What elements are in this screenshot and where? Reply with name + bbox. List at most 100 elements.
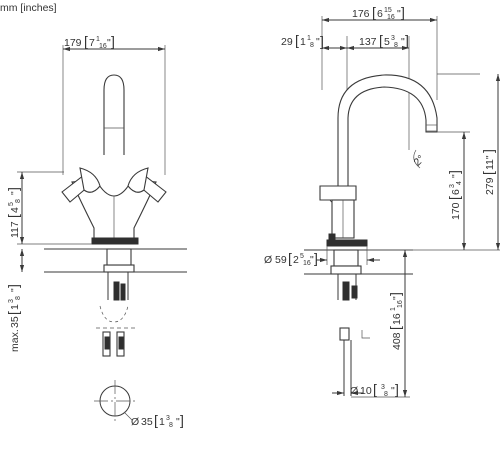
svg-text:": " xyxy=(107,37,111,49)
side-view: 176 [ 6 15 16 " ] 29 [ 1 1 8 " ] 137 [ 5… xyxy=(264,4,500,398)
hose-length-label: 408 [ 16 1 16 " ] xyxy=(387,292,404,350)
svg-text:]: ] xyxy=(387,292,403,296)
svg-text:]: ] xyxy=(405,32,409,48)
base-diameter-label: Ø 59 [ 2 5 16 " ] xyxy=(264,250,318,267)
svg-text:[: [ xyxy=(372,4,376,20)
svg-text:5: 5 xyxy=(300,253,304,260)
svg-text:": " xyxy=(310,254,314,266)
svg-text:6: 6 xyxy=(450,189,462,195)
svg-text:117: 117 xyxy=(9,221,21,238)
svg-text:3: 3 xyxy=(449,184,456,188)
spout-front xyxy=(103,74,125,155)
svg-text:1: 1 xyxy=(159,416,165,428)
svg-text:8: 8 xyxy=(384,391,388,398)
svg-text:": " xyxy=(450,174,462,178)
svg-text:170: 170 xyxy=(450,202,462,220)
svg-text:10: 10 xyxy=(360,385,372,397)
svg-text:[: [ xyxy=(379,32,383,48)
spout-reach-label: 137 [ 5 3 8 " ] xyxy=(359,32,409,49)
svg-text:]: ] xyxy=(320,33,324,49)
svg-text:1: 1 xyxy=(300,36,306,48)
svg-text:]: ] xyxy=(480,149,496,153)
svg-text:Ø: Ø xyxy=(350,385,358,397)
svg-text:408: 408 xyxy=(391,332,403,350)
svg-text:4: 4 xyxy=(456,181,463,185)
svg-text:[: [ xyxy=(84,33,88,49)
svg-text:16: 16 xyxy=(391,313,403,325)
svg-text:[: [ xyxy=(154,412,158,428)
svg-text:]: ] xyxy=(401,4,405,20)
svg-text:5: 5 xyxy=(8,202,15,206)
front-thickness-label: max. 35 [ 1 3 8 " ] xyxy=(5,284,22,352)
svg-text:]: ] xyxy=(395,381,399,397)
svg-text:15: 15 xyxy=(384,7,392,14)
svg-text:8: 8 xyxy=(310,42,314,49)
svg-text:179: 179 xyxy=(64,37,82,49)
svg-text:279: 279 xyxy=(484,177,496,195)
svg-text:[: [ xyxy=(288,250,292,266)
svg-text:6: 6 xyxy=(377,8,383,20)
svg-text:3: 3 xyxy=(8,299,15,303)
svg-text:[: [ xyxy=(446,196,462,200)
svg-text:7: 7 xyxy=(89,37,95,49)
svg-text:": " xyxy=(176,416,180,428)
overall-height-label: 279 [ 11" ] xyxy=(480,149,496,195)
hole-diameter-label: Ø 35 [ 1 3 8 " ] xyxy=(131,412,184,429)
svg-text:16: 16 xyxy=(387,14,395,21)
front-width-label: 179 [ 7 1 16 " ] xyxy=(64,33,115,50)
svg-text:]: ] xyxy=(446,170,462,174)
base-plate-side xyxy=(326,239,368,247)
svg-text:3: 3 xyxy=(381,384,385,391)
svg-text:Ø: Ø xyxy=(264,254,272,266)
side-cross-handle xyxy=(319,185,357,201)
svg-text:35: 35 xyxy=(141,416,153,428)
svg-text:29: 29 xyxy=(281,36,293,48)
svg-text:": " xyxy=(401,36,405,48)
front-view: 179 [ 7 1 16 " ] xyxy=(5,33,187,429)
svg-text:]: ] xyxy=(314,250,318,266)
svg-text:4: 4 xyxy=(9,207,21,213)
svg-text:5: 5 xyxy=(384,36,390,48)
svg-text:]: ] xyxy=(111,33,115,49)
svg-text:[: [ xyxy=(5,214,21,218)
svg-text:max.: max. xyxy=(9,329,21,352)
svg-text:59: 59 xyxy=(275,254,287,266)
svg-text:]: ] xyxy=(5,284,21,288)
svg-text:8: 8 xyxy=(15,296,22,300)
svg-text:16: 16 xyxy=(303,260,311,267)
svg-text:11": 11" xyxy=(484,155,496,170)
units-label: mm [inches] xyxy=(0,2,57,14)
svg-text:1: 1 xyxy=(9,304,21,310)
base-plate-front xyxy=(91,237,139,245)
svg-text:]: ] xyxy=(5,187,21,191)
svg-text:Ø: Ø xyxy=(131,416,139,428)
svg-text:3: 3 xyxy=(391,35,395,42)
svg-text:8: 8 xyxy=(394,42,398,49)
svg-text:[: [ xyxy=(373,381,377,397)
svg-text:": " xyxy=(9,191,21,195)
svg-text:[: [ xyxy=(480,171,496,175)
svg-text:16: 16 xyxy=(99,43,107,50)
svg-text:1: 1 xyxy=(96,36,100,43)
svg-text:35: 35 xyxy=(9,316,21,328)
spout-height-label: 170 [ 6 3 4 " ] xyxy=(446,170,463,220)
svg-text:16: 16 xyxy=(397,300,404,308)
svg-text:": " xyxy=(397,8,401,20)
svg-text:1: 1 xyxy=(390,307,397,311)
svg-text:8: 8 xyxy=(15,199,22,203)
svg-text:": " xyxy=(391,296,403,300)
svg-text:1: 1 xyxy=(307,35,311,42)
svg-text:176: 176 xyxy=(352,8,370,20)
svg-text:": " xyxy=(316,36,320,48)
hose-diameter-label: Ø 10 [ 3 8 " ] xyxy=(350,381,399,398)
svg-text:137: 137 xyxy=(359,36,377,48)
svg-text:3: 3 xyxy=(166,415,170,422)
svg-text:8: 8 xyxy=(169,422,173,429)
gooseneck-spout xyxy=(337,74,438,189)
svg-text:[: [ xyxy=(295,32,299,48)
svg-text:[: [ xyxy=(387,326,403,330)
svg-text:": " xyxy=(391,385,395,397)
svg-text:2: 2 xyxy=(293,254,299,266)
